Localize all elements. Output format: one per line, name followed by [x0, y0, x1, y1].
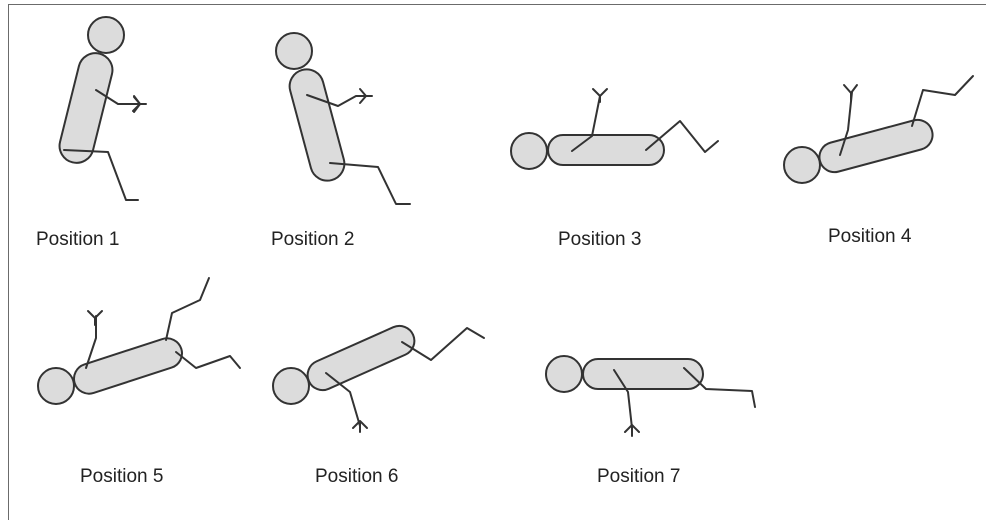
label-position-1: Position 1 [36, 229, 120, 250]
label-position-3: Position 3 [558, 229, 642, 250]
torso [582, 358, 704, 390]
head [272, 367, 310, 405]
upper-leg [165, 277, 210, 341]
head [37, 367, 75, 405]
head [87, 16, 125, 54]
leg [329, 162, 411, 205]
arm [571, 95, 601, 152]
figure-position-7 [545, 355, 756, 437]
lower-leg [175, 351, 241, 369]
figure-position-1 [58, 16, 147, 201]
head [510, 132, 548, 170]
arm [325, 372, 361, 427]
torso [288, 68, 346, 182]
torso [306, 324, 416, 392]
arm [613, 369, 633, 429]
leg [645, 120, 719, 153]
leg [63, 149, 139, 201]
figure-position-3 [510, 88, 719, 170]
head [783, 146, 821, 184]
torso [547, 134, 665, 166]
label-position-5: Position 5 [80, 466, 164, 487]
arm [95, 89, 141, 105]
hand-fingers [133, 95, 147, 113]
leg [401, 327, 485, 361]
hand-fingers [352, 420, 368, 433]
figure-position-4 [783, 75, 974, 184]
head [545, 355, 583, 393]
label-position-7: Position 7 [597, 466, 681, 487]
label-position-4: Position 4 [828, 226, 912, 247]
arm [306, 94, 367, 107]
figure-position-5 [37, 277, 241, 405]
hand-fingers [87, 310, 103, 326]
torso [73, 337, 183, 395]
torso [58, 52, 114, 164]
hand-fingers [624, 424, 640, 437]
hand-fingers [592, 88, 608, 103]
figure-position-2 [275, 32, 411, 205]
hand-fingers [359, 88, 373, 104]
head [275, 32, 313, 70]
arm [839, 91, 853, 156]
leg [683, 367, 756, 408]
label-position-6: Position 6 [315, 466, 399, 487]
diagram-frame [8, 4, 986, 520]
figure-position-6 [272, 324, 485, 433]
hand-fingers [843, 84, 858, 101]
torso [818, 118, 934, 174]
leg [911, 75, 974, 127]
label-position-2: Position 2 [271, 229, 355, 250]
